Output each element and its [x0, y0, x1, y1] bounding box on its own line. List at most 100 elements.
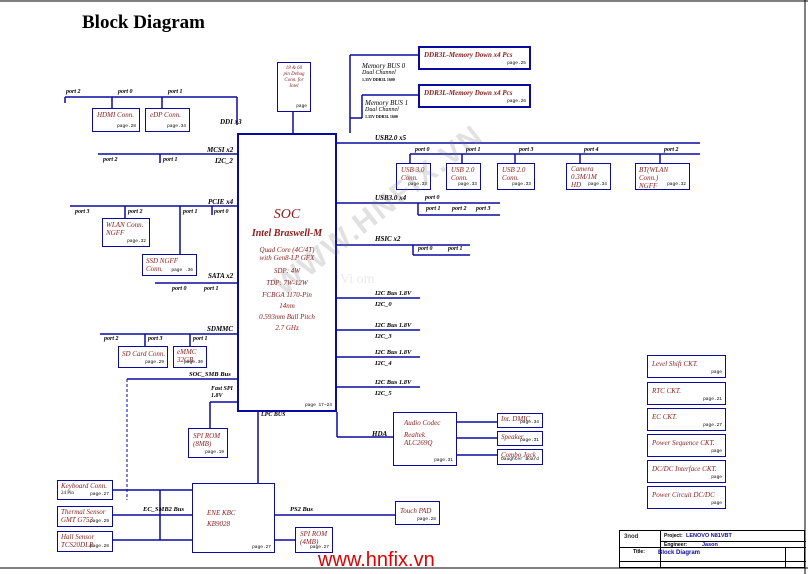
- hsic-port-1: port 1: [448, 246, 463, 252]
- spirom1-line-1: SPI ROM: [193, 432, 221, 440]
- memory-box-1: DDR3L-Memory Down x4 Pcs page.26: [418, 84, 531, 108]
- dmic-label: Int. DMIC: [501, 415, 531, 423]
- ddi-port-1: port 1: [168, 89, 183, 95]
- kbc-line-3: KB9028: [207, 520, 230, 528]
- touchpad-label: Touch PAD: [400, 507, 432, 515]
- ssd-conn-box: SSD NGFF Conn. page .36: [142, 254, 197, 276]
- dcdc-interface-box: DC/DC Interface CKT. page: [647, 460, 726, 483]
- soc-tdp: TDP: 7W-12W: [266, 279, 308, 287]
- dmic-box: Int. DMIC page.34: [497, 413, 543, 428]
- soc-freq: 2.7 GHz: [275, 324, 299, 332]
- mem-bus0-spec: 1.35V DDR3L 1600: [362, 77, 395, 82]
- sd-card-box: SD Card Conn. page.29: [118, 346, 168, 368]
- thermal-line-2: GMT G753: [61, 516, 93, 524]
- socsmb-label: SOC_SMB Bus: [189, 371, 231, 378]
- camera-box: Camera 0.3M/1M HD page.34: [566, 163, 611, 190]
- ps2-label: PS2 Bus: [290, 506, 313, 513]
- usb2-port-3: port 3: [519, 147, 534, 153]
- powerseq-label: Power Sequence CKT.: [652, 439, 715, 447]
- ene-kbc-box: ENE KBC KB9028 page.27: [192, 483, 275, 553]
- usb20b-line-2: Conn.: [502, 174, 519, 182]
- camera-line-1: Camera: [571, 165, 594, 173]
- dmic-page: page.34: [520, 420, 539, 425]
- project-name: LENOVO N81VBT: [686, 533, 732, 539]
- usb3-port-1: port 1: [426, 206, 441, 212]
- sdmmc-port-1: port 1: [193, 336, 208, 342]
- usb20b-conn-box: USB 2.0 Conn. page.33: [497, 163, 535, 190]
- usb20a-page: page.33: [458, 182, 477, 187]
- usb30-conn-box: USB 3.0 Conn. page.33: [396, 163, 431, 190]
- powerseq-page: page: [711, 449, 722, 454]
- thermal-sensor-box: Thermal Sensor GMT G753 page.29: [57, 506, 113, 527]
- edp-label: eDP Conn.: [150, 111, 181, 119]
- audio-codec-box: Audio Codec Realtek ALC269Q page.31: [393, 412, 457, 466]
- debug-line-1: 18 & 60: [285, 66, 303, 71]
- i2c-bus-3-label: I2C Bus 1.8V: [375, 379, 412, 386]
- kbconn-line-2: 24 Pin: [61, 491, 74, 496]
- usb20b-line-1: USB 2.0: [502, 166, 526, 174]
- debug-page: page: [296, 104, 307, 109]
- engineer-label: Engineer:: [664, 542, 688, 548]
- wlan-line-1: WLAN Conn.: [106, 221, 144, 229]
- camera-page: page.34: [588, 182, 607, 187]
- spi-rom-box-2: SPI ROM (4MB) page.27: [295, 527, 333, 553]
- usb30-page: page.33: [408, 182, 427, 187]
- pcie-port-1: port 1: [183, 209, 198, 215]
- usb2-port-4: port 4: [584, 147, 599, 153]
- kbc-line-1: ENE KBC: [207, 509, 236, 517]
- memory-box-1-page: page.26: [507, 99, 526, 104]
- combo-jack-box: Combo Jack Daughter Board: [497, 449, 543, 465]
- wlan-page: page.32: [127, 239, 146, 244]
- title-label: Title:: [633, 549, 645, 555]
- ec-page: page.27: [703, 423, 722, 428]
- ddi-bus-label: DDI x3: [220, 118, 242, 126]
- title-value: Block Diagram: [658, 550, 701, 556]
- ecsmb-label: EC_SMB2 Bus: [143, 506, 185, 513]
- mem-bus1-spec: 1.35V DDR3L 1600: [365, 114, 398, 119]
- debug-conn-box: 18 & 60 pin Debug Conn. for Intel page: [277, 62, 311, 112]
- i2c-bus-2-port: I2C_4: [375, 360, 392, 367]
- emmc-line-2: 32GB: [177, 356, 194, 364]
- rtc-label: RTC CKT.: [652, 387, 682, 395]
- levelshift-page: page: [711, 370, 722, 375]
- rtc-box: RTC CKT. page.21: [647, 382, 726, 405]
- fastspi-label-2: 1.8V: [211, 393, 223, 399]
- keyboard-conn-box: Keyboard Conn. 24 Pin page.27: [57, 480, 113, 500]
- level-shift-box: Level Shift CKT. page: [647, 355, 726, 378]
- wlan-line-2: NGFF: [106, 229, 125, 237]
- ssd-page: page .36: [171, 268, 193, 273]
- usb20a-line-2: Conn.: [451, 174, 468, 182]
- thermal-page: page.29: [90, 519, 109, 524]
- rtc-page: page.21: [703, 397, 722, 402]
- hall-page: page.28: [90, 544, 109, 549]
- emmc-line-1: eMMC: [177, 348, 197, 356]
- codec-line-3: Realtek: [404, 431, 425, 439]
- usb30-line-1: USB 3.0: [401, 166, 425, 174]
- usb3-bus-label: USB3.0 x4: [375, 194, 407, 202]
- mcsi-bus-label: MCSI x2: [207, 146, 234, 154]
- usb2-bus-label: USB2.0 x5: [375, 134, 407, 142]
- usb20a-conn-box: USB 2.0 Conn. page.33: [446, 163, 481, 190]
- speaker-label: Speaker: [501, 433, 524, 441]
- i2c-bus-0-port: I2C_0: [375, 301, 392, 308]
- mem-bus0-label: Memory BUS 0: [362, 62, 406, 70]
- touchpad-box: Touch PAD page.28: [395, 501, 440, 525]
- codec-page: page.31: [434, 458, 453, 463]
- hall-sensor-box: Hall Sensor TCS20DLR page.28: [57, 531, 113, 552]
- hall-line-1: Hall Sensor: [61, 533, 95, 541]
- i2c-bus-2-label: I2C Bus 1.8V: [375, 349, 412, 356]
- power-circuit-box: Power Circuit DC/DC page: [647, 486, 726, 509]
- mcsi-port-2: port 2: [103, 157, 118, 163]
- powercircuit-page: page: [711, 501, 722, 506]
- usb2-port-1: port 1: [466, 147, 481, 153]
- camera-line-3: HD: [571, 181, 582, 189]
- memory-box-1-label: DDR3L-Memory Down x4 Pcs: [424, 89, 513, 97]
- soc-box: page 17~24: [237, 133, 337, 412]
- mem-bus1-label: Memory BUS 1: [365, 99, 409, 107]
- kbc-page: page.27: [252, 545, 271, 550]
- ddi-port-2: port 2: [66, 89, 81, 95]
- hda-label: HDA: [372, 430, 388, 438]
- i2c2-label: I2C_2: [215, 157, 233, 165]
- project-label: Project:: [664, 533, 683, 539]
- codec-line-1: Audio Codec: [404, 419, 441, 427]
